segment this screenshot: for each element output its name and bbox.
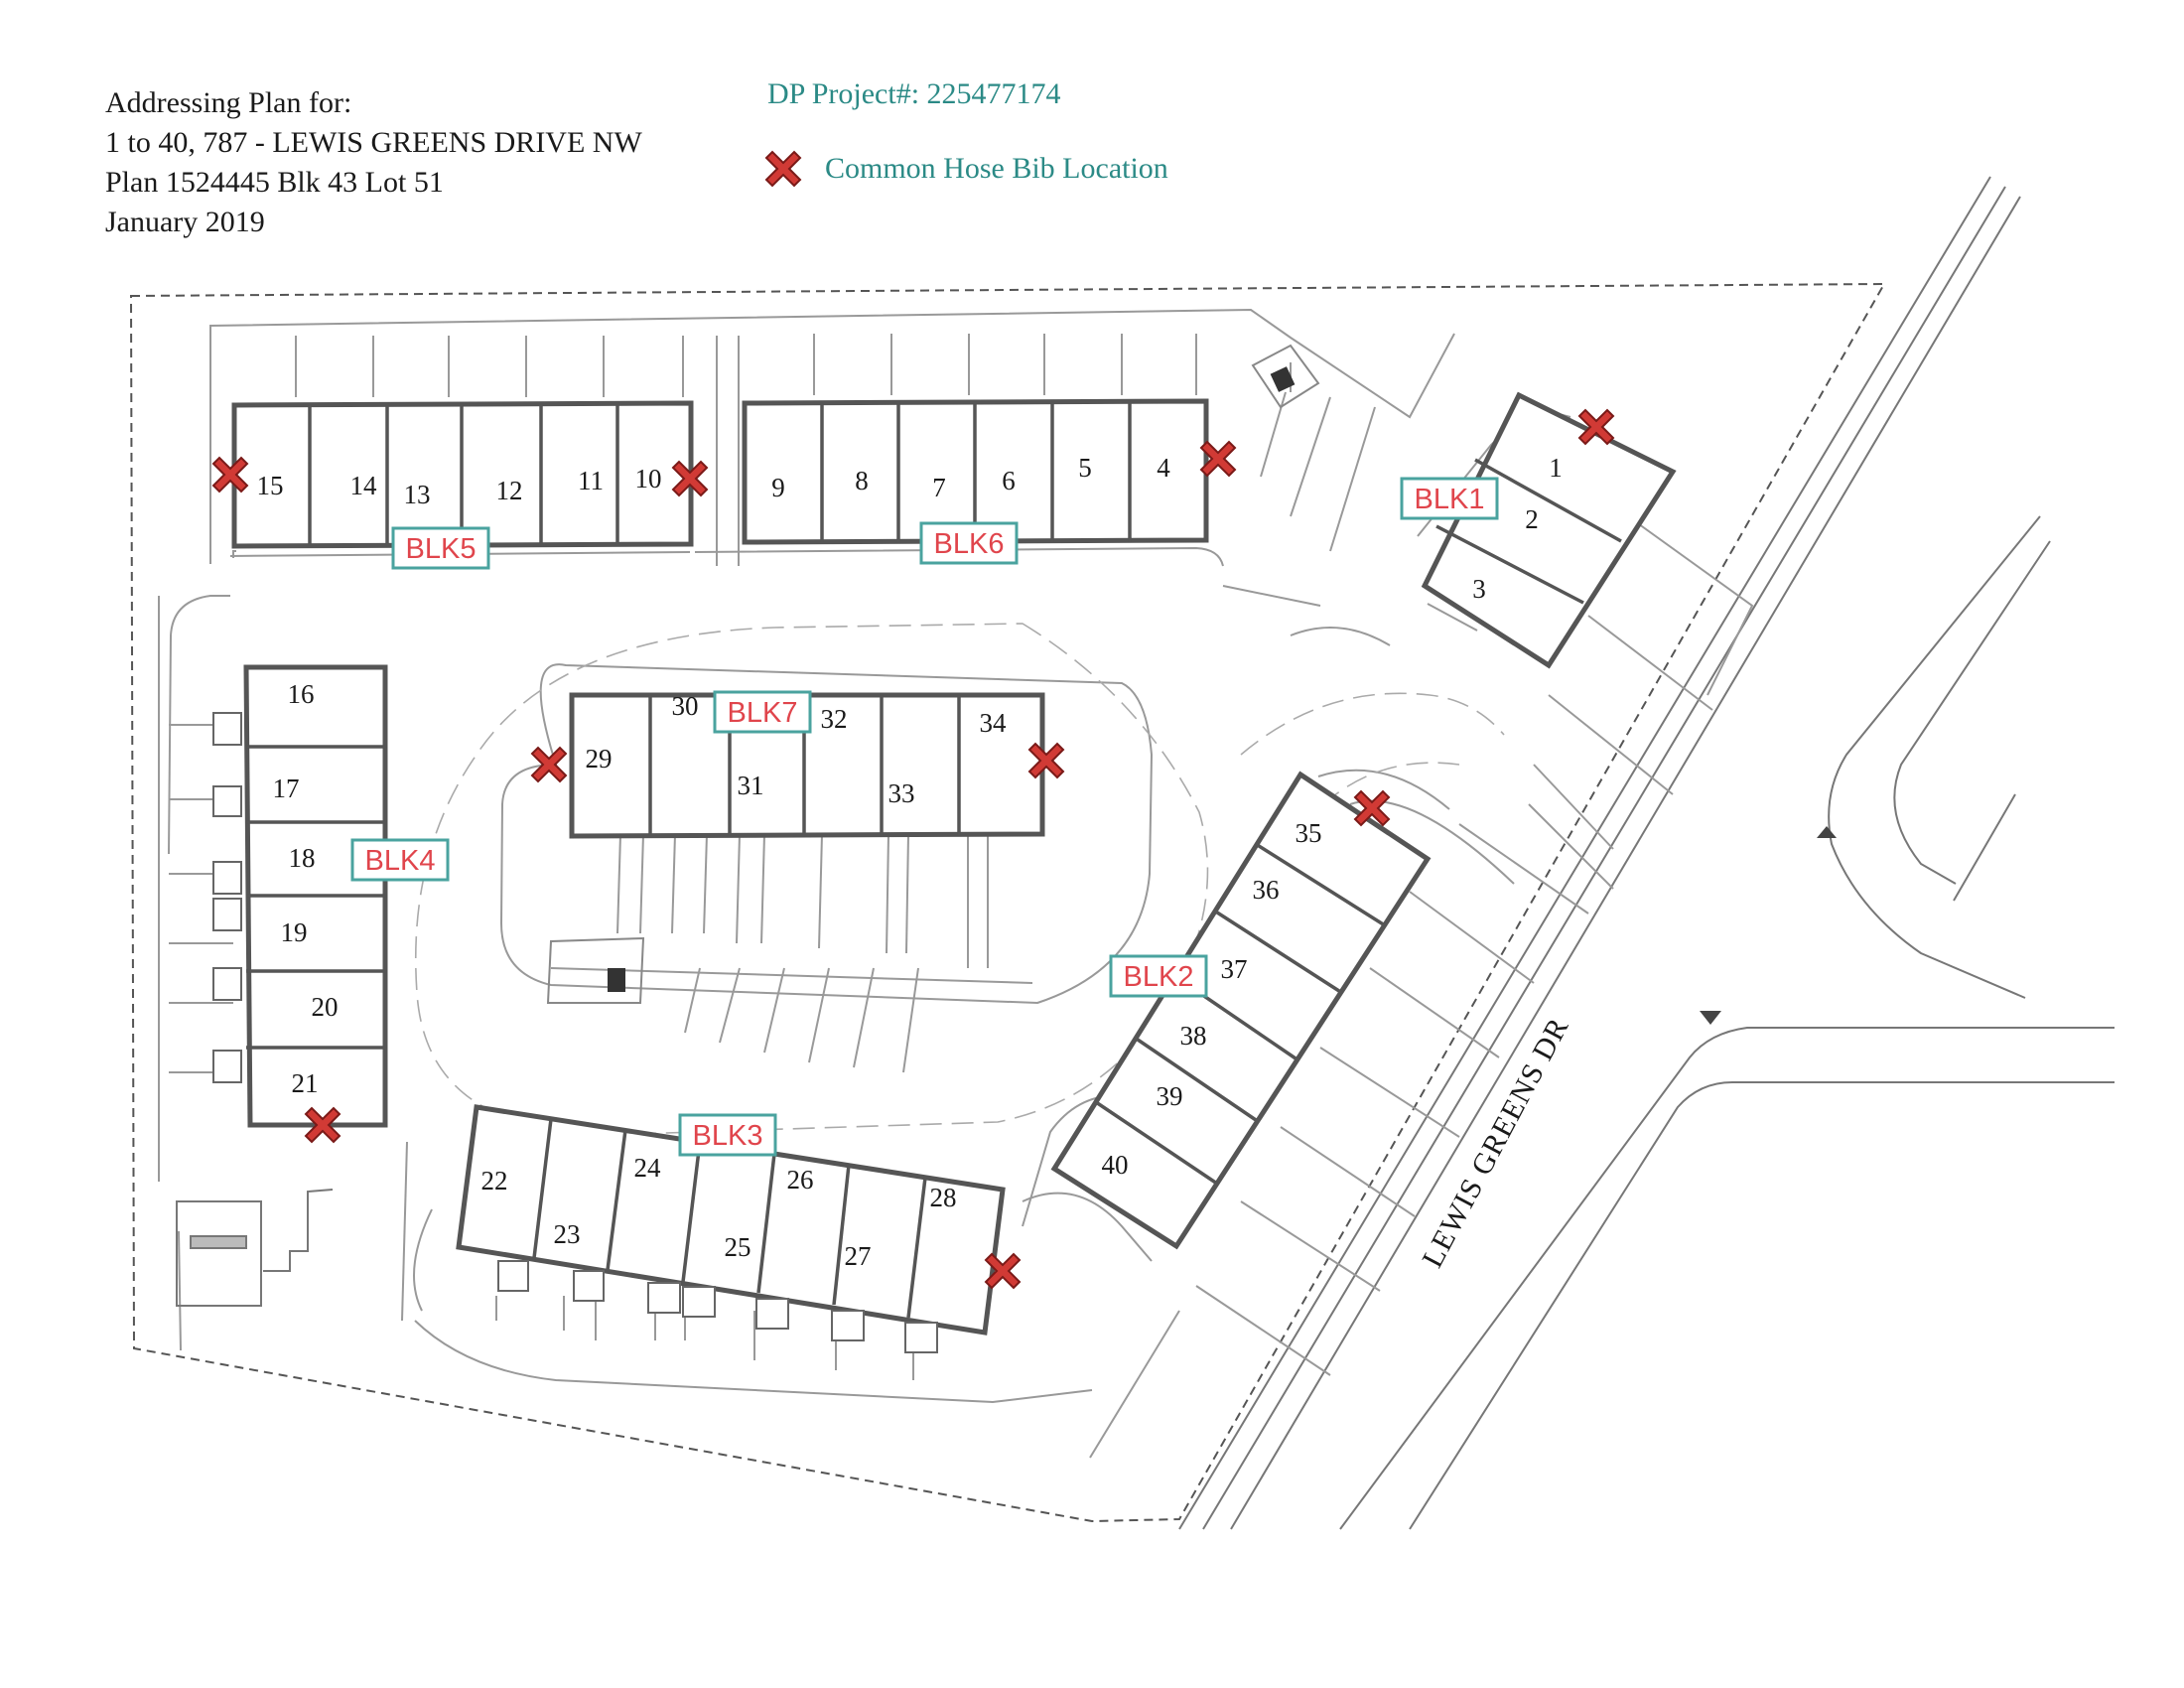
hose-bib-marker-icon [984, 1252, 1022, 1290]
unit-number: 39 [1157, 1081, 1183, 1111]
block-label-box [350, 838, 450, 882]
title-line: Addressing Plan for: [105, 86, 352, 119]
utility-kiosk-central [546, 936, 645, 1004]
unit-number: 32 [821, 704, 848, 734]
road-edges [1178, 176, 2115, 1530]
block-label-box [919, 521, 1019, 565]
unit-number: 2 [1525, 504, 1539, 534]
unit-number: 22 [481, 1166, 508, 1196]
block-label-blk6: BLK6 [919, 521, 1019, 565]
block-label-box [1109, 954, 1208, 998]
blk7-outline [569, 692, 1045, 839]
unit-number: 12 [496, 476, 523, 505]
date-line: January 2019 [105, 206, 265, 238]
driveway-pads-east [1195, 515, 1754, 1376]
unit-number: 8 [855, 466, 869, 495]
unit-dividers [246, 403, 1622, 1319]
hose-bib-marker-icon [1199, 440, 1237, 478]
block-label-text: BLK2 [1124, 961, 1194, 993]
road-arrows [1700, 826, 1837, 1025]
unit-number: 27 [845, 1241, 872, 1271]
block-label-blk2: BLK2 [1109, 954, 1208, 998]
hose-bib-marker-icon [1353, 789, 1391, 827]
block-label-blk4: BLK4 [350, 838, 450, 882]
street-name-label: LEWIS GREENS DR [1416, 1012, 1575, 1273]
hose-bib-marker-icon [1027, 742, 1065, 779]
unit-number: 9 [771, 473, 785, 502]
unit-number: 5 [1078, 453, 1092, 483]
hose-bib-marker-icon [211, 456, 249, 493]
block-label-blk5: BLK5 [391, 526, 490, 570]
unit-number: 40 [1102, 1150, 1129, 1180]
hose-bib-marker-icon [304, 1106, 341, 1144]
unit-number: 31 [738, 771, 764, 800]
title-block: Addressing Plan for: 1 to 40, 787 - LEWI… [105, 83, 642, 242]
unit-number: 17 [273, 774, 300, 803]
hose-bib-marker-icon [530, 746, 568, 783]
utility-kiosk-north [1251, 344, 1320, 409]
unit-number: 24 [634, 1153, 662, 1183]
block-label-text: BLK3 [693, 1120, 763, 1152]
hose-bib-marker-icon [671, 460, 709, 497]
red-x-icon [764, 150, 802, 188]
unit-number: 34 [980, 708, 1008, 738]
unit-number: 35 [1296, 818, 1322, 848]
block-label-box [713, 690, 812, 734]
block-label-box [1400, 477, 1499, 520]
block-label-box [391, 526, 490, 570]
unit-number: 21 [292, 1068, 319, 1098]
block-label-box [678, 1113, 777, 1157]
block-label-text: BLK5 [406, 533, 477, 565]
block-label-text: BLK7 [728, 697, 798, 729]
unit-number: 20 [312, 992, 339, 1022]
unit-number: 33 [888, 778, 915, 808]
blk1-outline [1421, 391, 1677, 669]
unit-number: 6 [1002, 466, 1016, 495]
mailbox-structure [176, 1189, 334, 1307]
address-line: 1 to 40, 787 - LEWIS GREENS DRIVE NW [105, 126, 642, 159]
block-label-text: BLK6 [934, 528, 1005, 560]
legend-label: Common Hose Bib Location [825, 152, 1168, 185]
property-boundary [129, 282, 1886, 1523]
block-label-text: BLK1 [1415, 484, 1485, 515]
block-label-blk7: BLK7 [713, 690, 812, 734]
unit-number: 19 [281, 917, 308, 947]
parking-stalls [169, 334, 1376, 1380]
unit-number: 23 [554, 1219, 581, 1249]
block-label-blk3: BLK3 [678, 1113, 777, 1157]
unit-number: 37 [1221, 954, 1248, 984]
unit-number: 26 [787, 1165, 814, 1195]
hose-bib-marker-icon [1577, 408, 1615, 446]
unit-number: 3 [1472, 574, 1486, 604]
unit-number: 36 [1253, 875, 1280, 905]
block-label-blk1: BLK1 [1400, 477, 1499, 520]
unit-number: 10 [635, 464, 662, 493]
unit-number: 14 [350, 471, 378, 500]
unit-number: 30 [672, 691, 699, 721]
unit-number: 15 [257, 471, 284, 500]
unit-number: 28 [930, 1183, 957, 1212]
unit-number: 18 [289, 843, 316, 873]
unit-number: 1 [1549, 453, 1563, 483]
block-label-text: BLK4 [365, 845, 436, 877]
unit-number: 7 [932, 473, 946, 502]
project-number: DP Project#: 225477174 [767, 77, 1061, 110]
unit-number: 4 [1157, 453, 1170, 483]
unit-number: 25 [725, 1232, 751, 1262]
entry-stoops [212, 712, 938, 1353]
unit-number: 11 [578, 466, 604, 495]
legend: Common Hose Bib Location [759, 145, 1168, 193]
unit-number: 29 [586, 744, 613, 774]
blk3-outline [456, 1104, 1006, 1336]
unit-number: 13 [404, 480, 431, 509]
unit-number: 38 [1180, 1021, 1207, 1051]
unit-number: 16 [288, 679, 315, 709]
legal-plan-line: Plan 1524445 Blk 43 Lot 51 [105, 166, 444, 199]
